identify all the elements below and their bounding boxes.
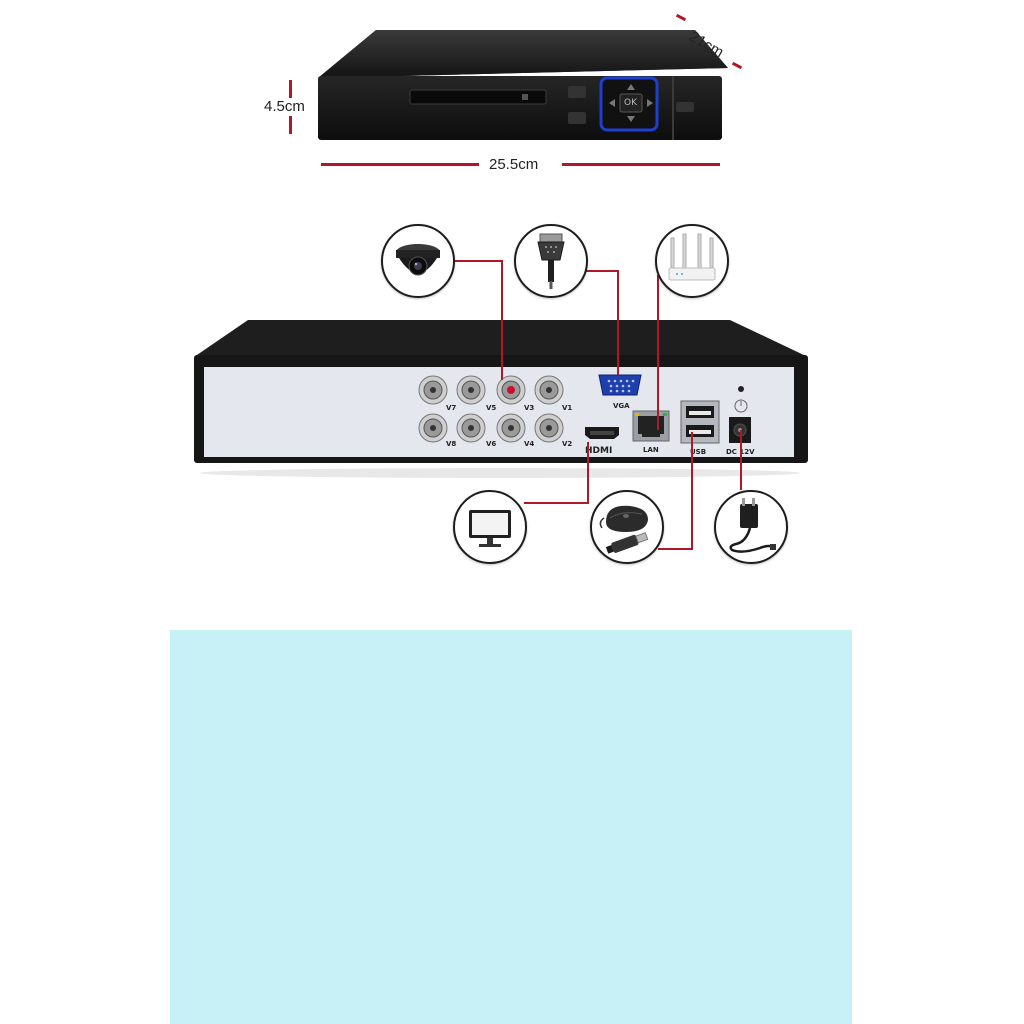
bnc-connector-v6: [456, 413, 486, 443]
hdmi-label: HDMI: [585, 446, 613, 456]
power-indicator: [734, 386, 748, 413]
blank-blue-panel: [170, 630, 852, 1024]
power-connector-line-v: [740, 430, 742, 490]
bnc-label-v1: V1: [562, 404, 573, 412]
width-dimension-line-left: [321, 163, 479, 166]
bnc-connector-v4: [496, 413, 526, 443]
monitor-callout: [453, 490, 527, 564]
vga-connector-line-h: [585, 270, 619, 272]
vga-cable-icon: [537, 233, 565, 289]
mouse-usb-icon: [599, 505, 649, 554]
dome-camera-icon: [396, 244, 440, 276]
bnc-connector-v7: [418, 375, 448, 405]
bnc-label-v8: V8: [446, 440, 457, 448]
lan-port: [632, 410, 670, 442]
width-dimension-line-right: [562, 163, 720, 166]
bnc-connector-v8: [418, 413, 448, 443]
vga-label: VGA: [613, 402, 630, 410]
power-adapter-callout: [714, 490, 788, 564]
camera-callout: [381, 224, 455, 298]
mouse-usb-callout: [590, 490, 664, 564]
height-dimension-line: [289, 80, 292, 98]
height-dimension-label: 4.5cm: [264, 98, 305, 115]
router-icon: [668, 233, 716, 281]
usb-ports: [680, 400, 720, 444]
bnc-label-v7: V7: [446, 404, 457, 412]
hdmi-port: [585, 427, 619, 439]
bnc-label-v6: V6: [486, 440, 497, 448]
router-callout: [655, 224, 729, 298]
hdmi-connector-line-v: [587, 442, 589, 504]
usb-label: USB: [690, 448, 707, 456]
bnc-connector-v3: [496, 375, 526, 405]
bnc-label-v5: V5: [486, 404, 497, 412]
bnc-connector-v1: [534, 375, 564, 405]
router-connector-line-v: [657, 275, 659, 430]
dvr-front-image: [318, 30, 728, 140]
rear-view: V7 V5 V3 V1 V8 V6 V4 V2 VGA HDMI LAN USB: [0, 210, 1024, 590]
vga-cable-callout: [514, 224, 588, 298]
lan-label: LAN: [643, 446, 659, 454]
usb-connector-line-h: [658, 548, 693, 550]
bnc-connector-v5: [456, 375, 486, 405]
bnc-label-v4: V4: [524, 440, 535, 448]
usb-connector-line-v: [691, 432, 693, 550]
hdmi-connector-line-h: [524, 502, 589, 504]
bnc-connector-v2: [534, 413, 564, 443]
camera-connector-line-v: [501, 260, 503, 380]
ok-button-label: OK: [624, 98, 637, 108]
monitor-icon: [469, 510, 511, 547]
width-dimension-label: 25.5cm: [489, 156, 539, 173]
front-view: OK 4.5cm 21cm 25.5cm: [0, 0, 1024, 200]
power-adapter-icon: [729, 498, 776, 553]
bnc-label-v3: V3: [524, 404, 535, 412]
bnc-label-v2: V2: [562, 440, 573, 448]
vga-port: [598, 374, 642, 396]
camera-connector-line-h: [452, 260, 503, 262]
height-dimension-line-lower: [289, 116, 292, 134]
vga-connector-line-v: [617, 270, 619, 375]
